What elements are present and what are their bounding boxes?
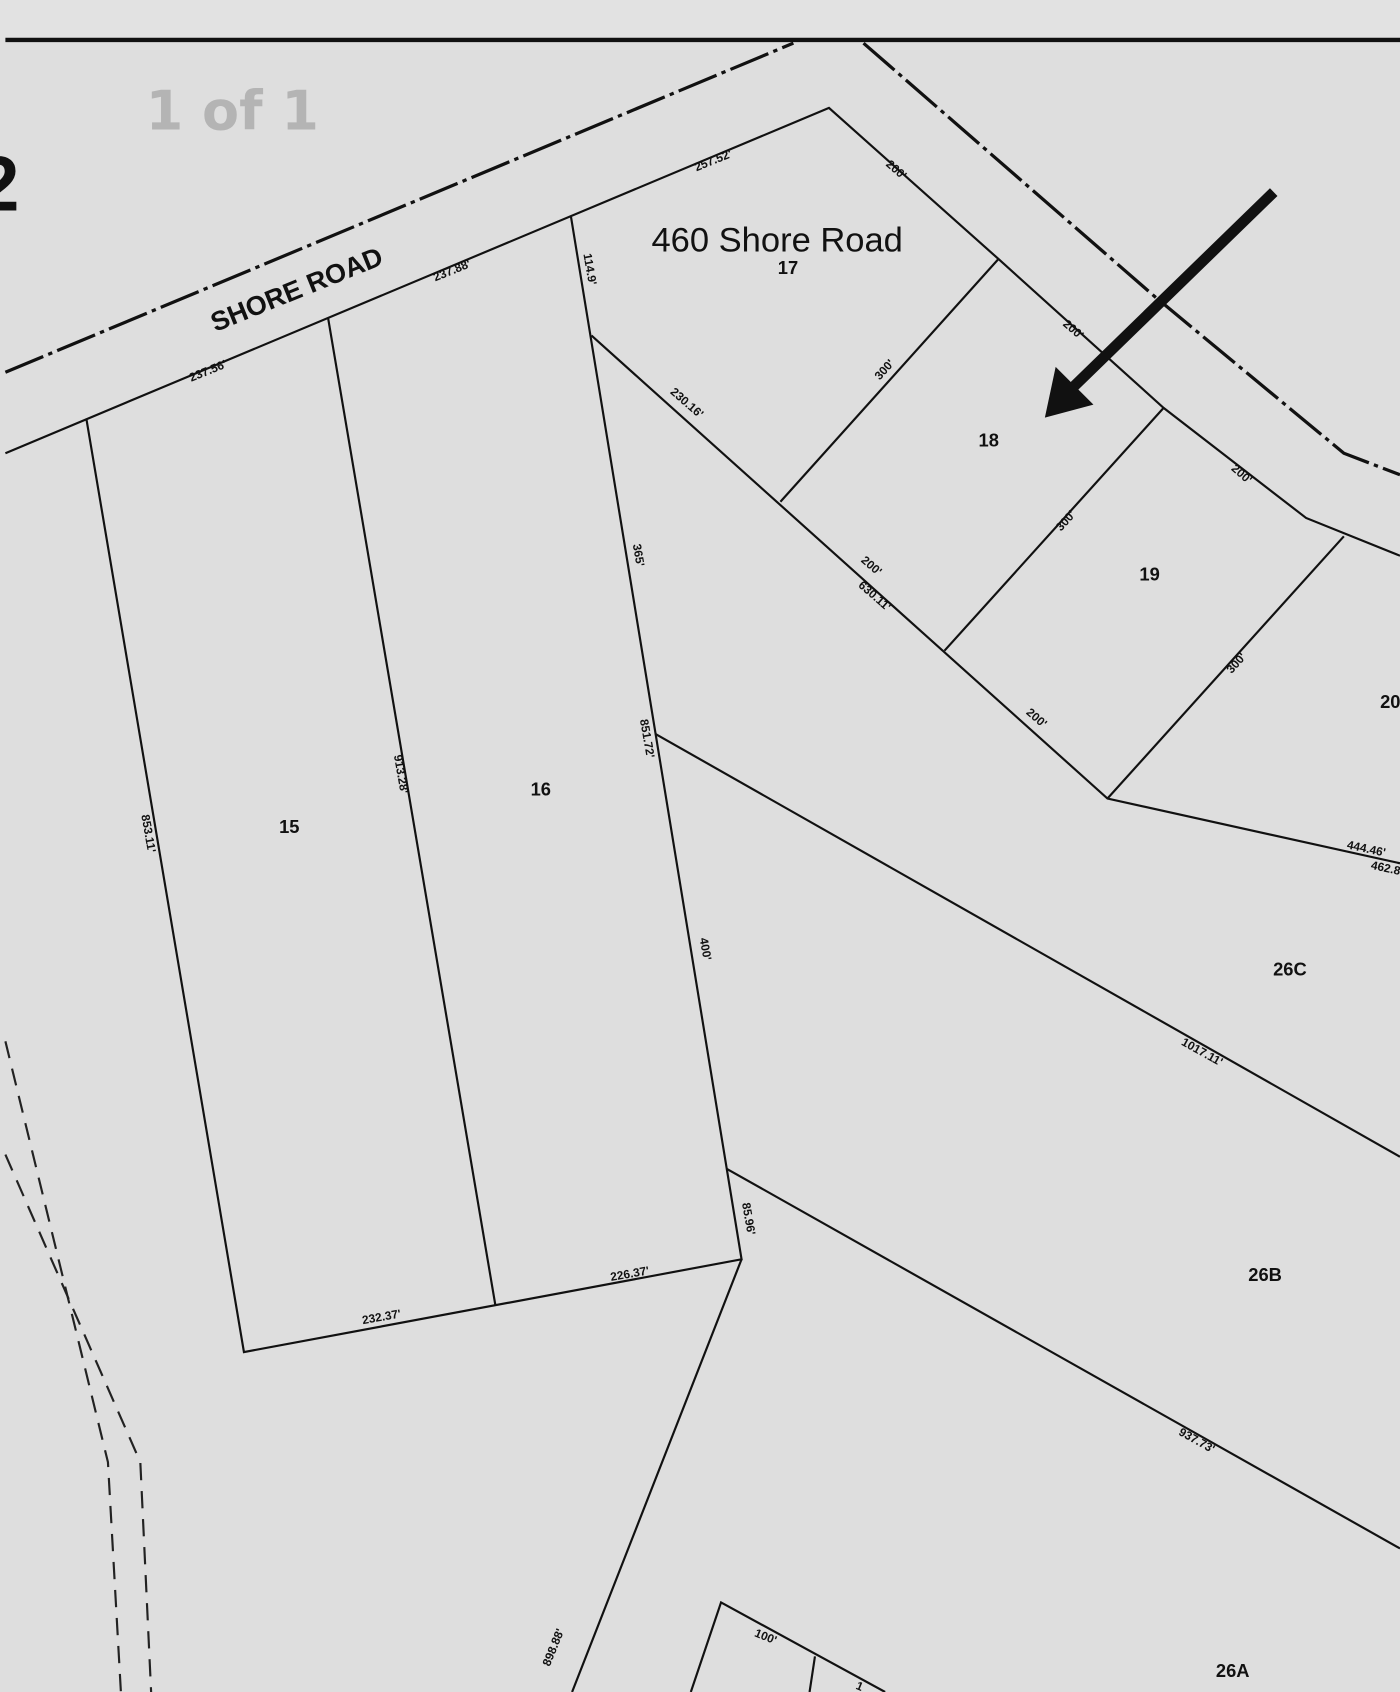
dimension-label: 100' [753,1626,779,1648]
dimension-label: 300' [872,356,898,382]
dimension-label: 237.88' [431,257,473,285]
lot-labels: 17 18 19 20 15 16 26C 26B 26A [279,257,1400,1681]
arrow-icon [1044,188,1278,418]
page-indicator: 1 of 1 [146,79,319,142]
street-label: SHORE ROAD [206,241,387,337]
dimension-label: 853.11' [138,813,158,853]
dimension-label: 237.56' [187,357,229,385]
lot-number: 17 [778,257,798,278]
dimension-label: 200' [858,553,884,579]
dimension-label: 232.37' [361,1307,402,1328]
dimension-label: 1 [854,1678,866,1692]
dimension-label: 400' [697,937,715,962]
unpaved-road-edge [4,1154,153,1692]
dimension-label: 913.28' [391,754,412,795]
dimension-label: 300' [1053,507,1079,533]
dimension-label: 365' [630,543,648,568]
lot-number: 15 [279,816,299,837]
page-top-margin [0,0,1400,40]
shore-road-outer-edge [4,41,794,374]
dimension-label: 851.72' [637,718,658,759]
dimension-label: 1017.11' [1179,1035,1225,1069]
dimension-label: 114.9' [580,252,599,286]
dimension-label: 937.73' [1176,1425,1217,1456]
dimension-label: 200' [1060,317,1086,343]
lot-number: 19 [1139,564,1159,585]
lot-number: 18 [979,430,999,451]
dimension-labels: 257.52' 237.88' 237.56' 114.9' 200' 200' 200' 3… [138,146,1400,1692]
lot-number: 20 [1380,691,1400,712]
lot-number: 26A [1216,1660,1250,1681]
dimension-label: 300' [1223,650,1249,676]
sheet-number: 2 [0,141,19,227]
dimension-label: 898.88' [539,1626,567,1668]
lot-number: 26B [1248,1264,1282,1285]
dimension-label: 85.96' [739,1201,758,1236]
dimension-label: 200' [1229,461,1255,487]
dimension-label: 462.8 [1370,858,1400,878]
dimension-label: 257.52' [692,146,734,174]
dimension-label: 226.37' [609,1263,650,1284]
lot-number: 16 [531,778,551,799]
unpaved-road-edge [4,1041,122,1692]
lot-number: 26C [1273,958,1307,979]
road-east-edge [862,41,1400,477]
dimension-label: 630.11' [856,578,894,614]
parcel-lines [4,106,1400,1692]
highlight-address: 460 Shore Road [651,221,902,259]
dimension-label: 230.16' [668,385,707,421]
